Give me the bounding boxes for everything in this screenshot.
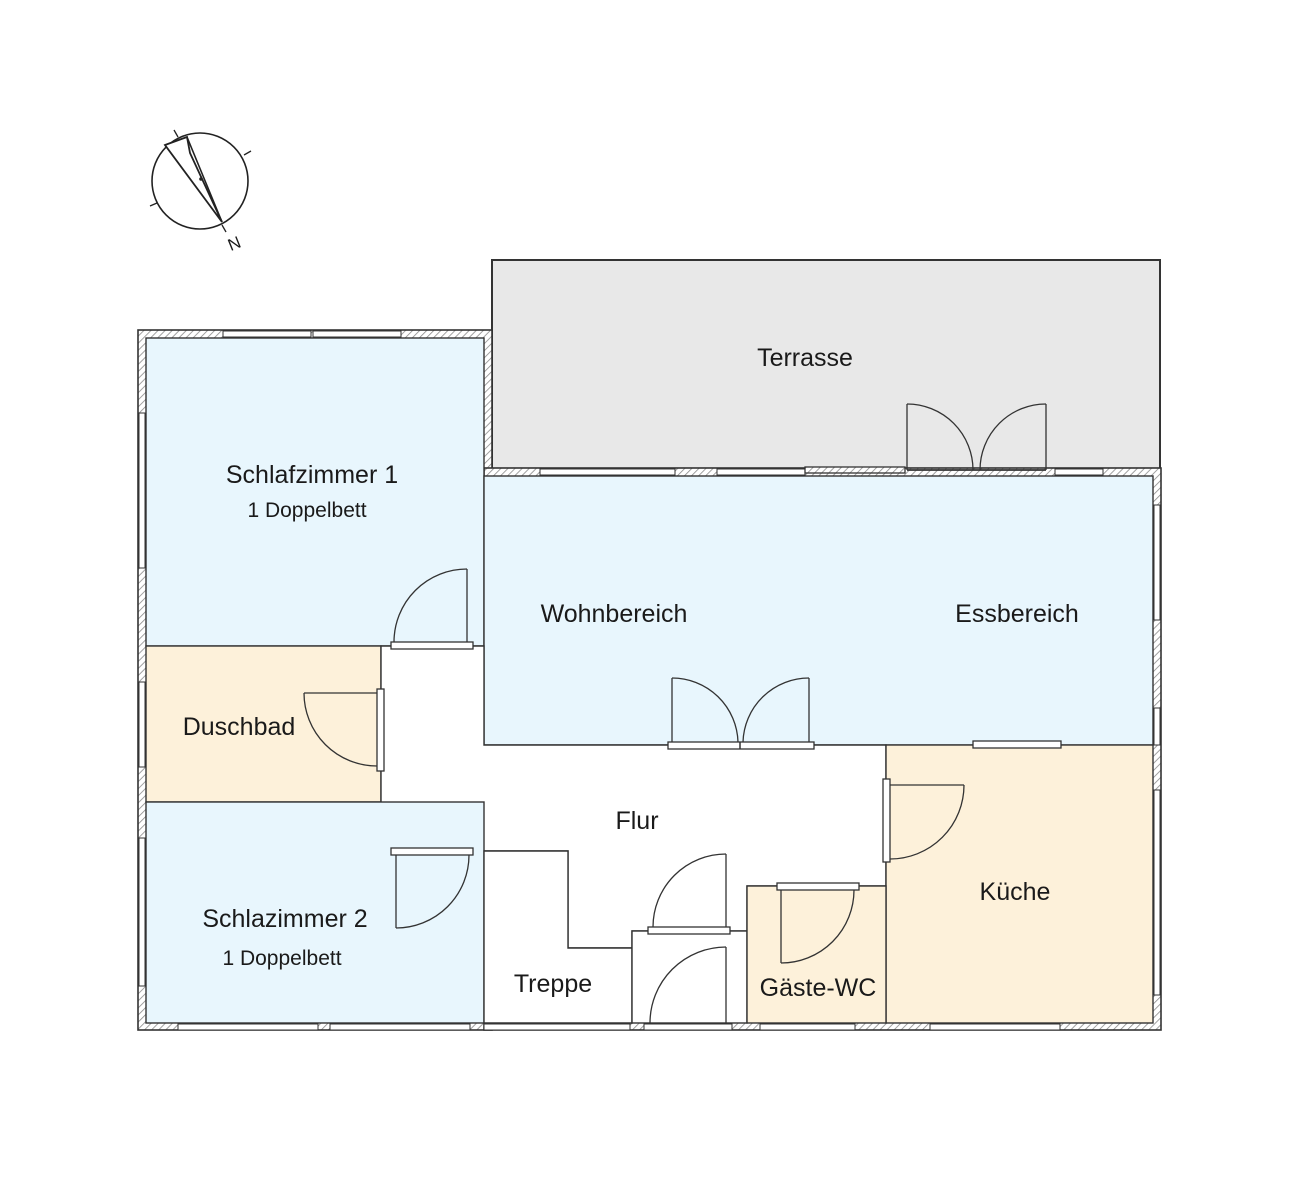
label-essbereich: Essbereich [955, 600, 1079, 628]
window [1153, 707, 1161, 746]
label-terrasse: Terrasse [757, 344, 853, 372]
window [138, 412, 146, 569]
label-duschbad: Duschbad [183, 713, 296, 741]
windows [138, 330, 1161, 1031]
door-terrace-double [804, 403, 1047, 474]
room-labels: Terrasse Schlafzimmer 1 1 Doppelbett Woh… [183, 344, 1079, 1002]
door-vorraum-inner [647, 853, 731, 935]
label-wohnbereich: Wohnbereich [541, 600, 688, 628]
window [1054, 468, 1104, 476]
room-wohn-essbereich [483, 475, 1154, 746]
label-kueche: Küche [980, 878, 1051, 906]
opening-essbereich-kueche [972, 740, 1062, 749]
door-entrance [649, 946, 727, 1024]
label-schlafzimmer-1: Schlafzimmer 1 [226, 461, 398, 489]
compass-letter: N [225, 232, 244, 254]
room-vorraum [631, 930, 748, 1024]
window [177, 1023, 319, 1031]
doors [303, 403, 1062, 1024]
door-schlafzimmer-2 [390, 847, 474, 929]
window [759, 1023, 856, 1031]
sub-schlafzimmer-1: 1 Doppelbett [247, 499, 366, 522]
room-duschbad [145, 645, 382, 803]
label-treppe: Treppe [514, 970, 592, 998]
window [312, 330, 402, 338]
label-gaeste-wc: Gäste-WC [760, 974, 877, 1002]
sub-schlafzimmer-2: 1 Doppelbett [222, 947, 341, 970]
window [643, 1023, 733, 1031]
window [138, 681, 146, 768]
room-kueche [885, 744, 1154, 1024]
door-wohnbereich-double [667, 677, 815, 750]
door-schlafzimmer-1 [390, 568, 474, 650]
label-flur: Flur [615, 807, 658, 835]
rooms [145, 337, 1154, 1024]
window [138, 837, 146, 987]
window [929, 1023, 1061, 1031]
north-arrow-icon: N [149, 129, 252, 254]
door-gaeste-wc [776, 882, 860, 964]
room-schlafzimmer-2 [145, 801, 485, 1024]
room-schlafzimmer-1 [145, 337, 485, 647]
door-duschbad [303, 688, 385, 772]
window [539, 468, 676, 476]
door-kueche [882, 778, 965, 863]
window [1153, 789, 1161, 996]
window [222, 330, 312, 338]
window [329, 1023, 471, 1031]
label-schlafzimmer-2: Schlazimmer 2 [202, 905, 367, 933]
window [716, 468, 806, 476]
window [1153, 504, 1161, 621]
window [483, 1023, 631, 1031]
